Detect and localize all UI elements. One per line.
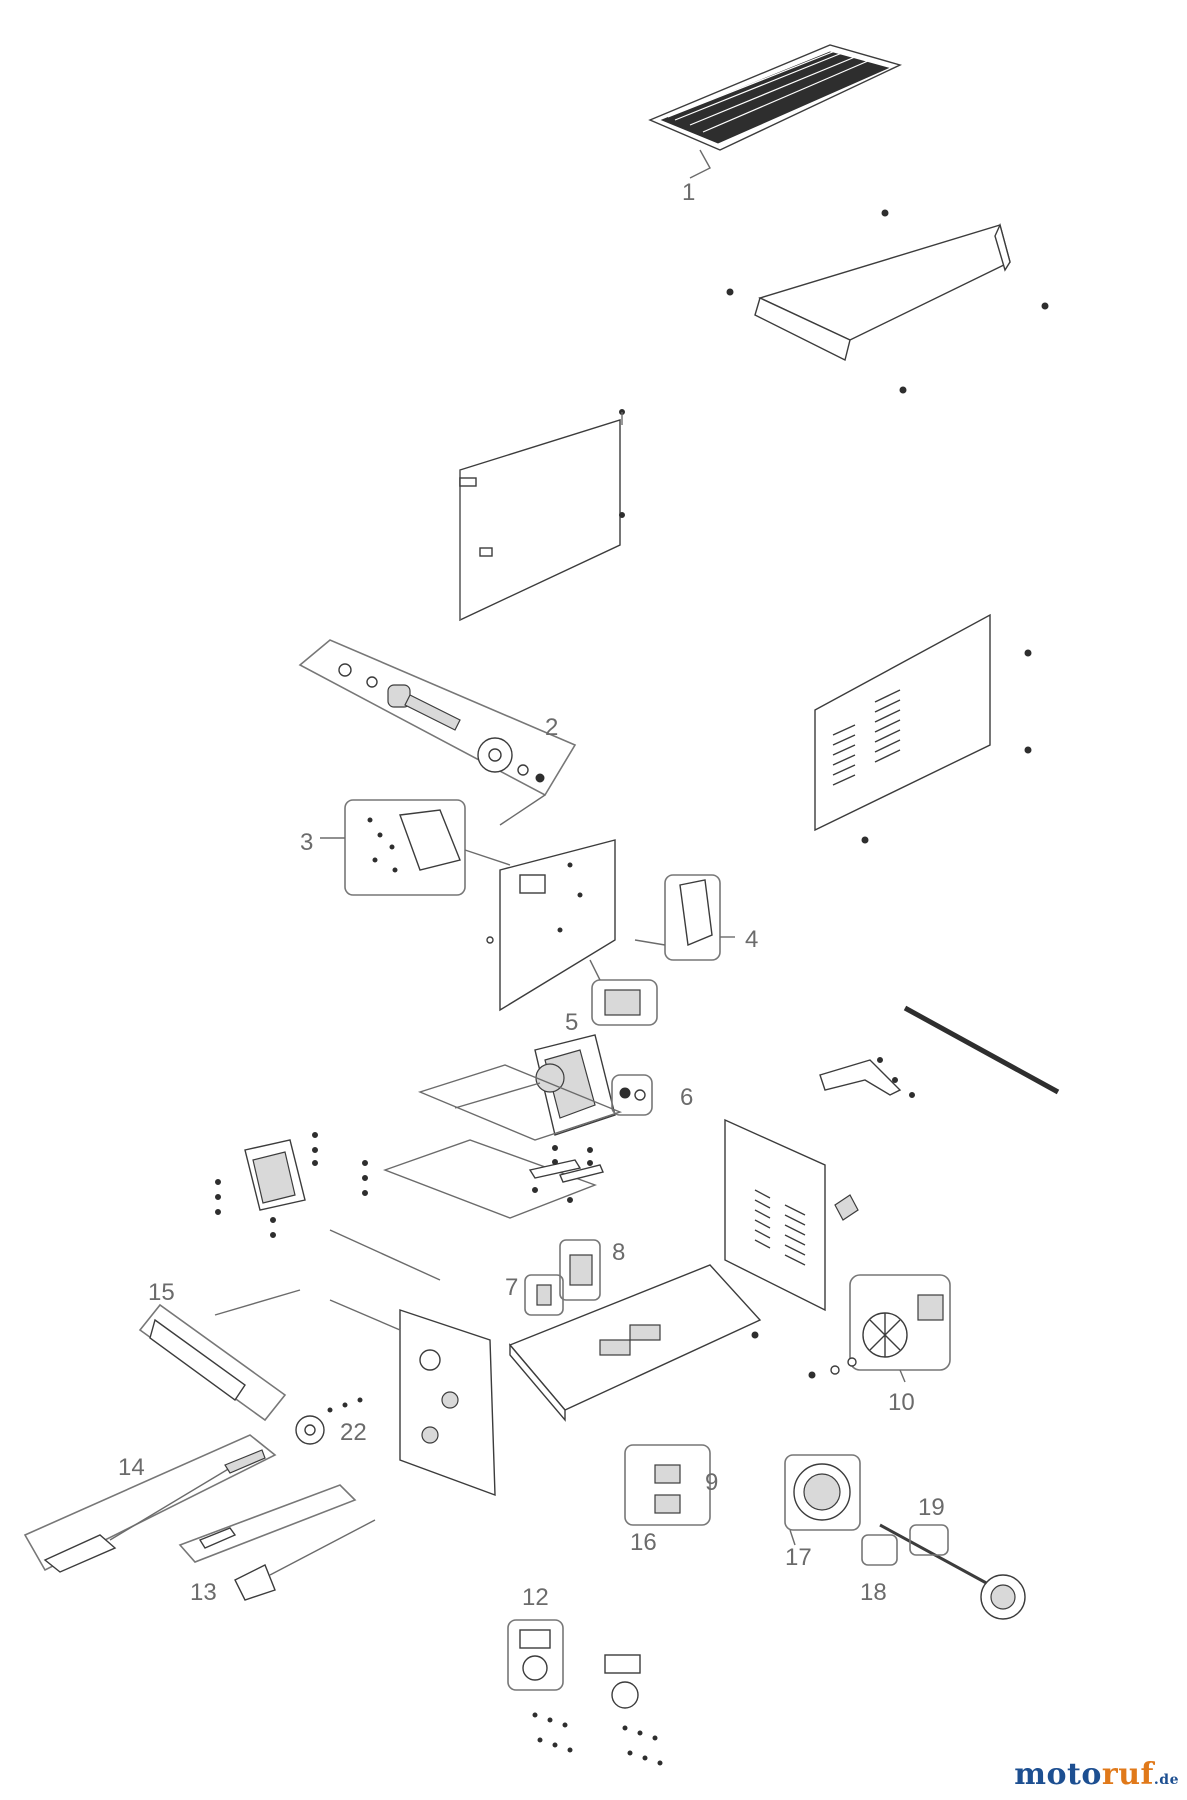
part-1-top-grille	[648, 44, 902, 179]
part-8-rectifier	[559, 1239, 601, 1301]
auxiliary-transformer	[215, 1132, 441, 1281]
part-10-fan	[808, 1274, 951, 1383]
part-4-switch	[634, 874, 735, 961]
callout-9: 9	[705, 1469, 718, 1496]
callout-12: 12	[522, 1584, 549, 1611]
part-6-main-transformer	[417, 1034, 653, 1141]
part-19-axle	[861, 1523, 1026, 1620]
callout-7: 7	[505, 1274, 518, 1301]
guide-rod	[903, 1005, 1060, 1095]
logo-part-3: .de	[1153, 1772, 1179, 1788]
front-panel	[486, 839, 616, 1012]
callout-22: 22	[340, 1419, 367, 1446]
side-panel-left	[459, 409, 625, 622]
logo-part-2: ruf	[1101, 1757, 1154, 1792]
part-14-welding-torch	[23, 1434, 277, 1573]
top-cover	[726, 209, 1049, 394]
callout-19: 19	[918, 1494, 945, 1521]
part-7-fuse	[524, 1274, 564, 1316]
motoruf-logo: motoruf.de	[1014, 1757, 1179, 1792]
callout-14: 14	[118, 1454, 145, 1481]
part-17-wheel	[784, 1454, 861, 1546]
part-3-control-board	[320, 799, 511, 896]
logo-part-1: moto	[1014, 1757, 1102, 1792]
transformer-brackets	[382, 1139, 604, 1219]
callout-10: 10	[888, 1389, 915, 1416]
callout-17: 17	[785, 1544, 812, 1571]
part-2-spool-holder	[298, 639, 577, 826]
callout-1: 1	[682, 179, 695, 206]
rear-panel	[724, 1057, 915, 1312]
callout-16: 16	[630, 1529, 657, 1556]
callout-3: 3	[300, 829, 313, 856]
part-13-earth-clamp	[178, 1484, 376, 1601]
callout-5: 5	[565, 1009, 578, 1036]
callout-18: 18	[860, 1579, 887, 1606]
callout-4: 4	[745, 926, 758, 953]
callout-2: 2	[545, 714, 558, 741]
callout-6: 6	[680, 1084, 693, 1111]
part-12-castors	[507, 1619, 663, 1766]
callout-15: 15	[148, 1279, 175, 1306]
part-15-handle	[138, 1289, 301, 1422]
part-22-reel	[295, 1397, 363, 1445]
part-9-sockets	[624, 1444, 711, 1526]
base-tray	[508, 1264, 762, 1422]
side-panel-right	[814, 613, 1032, 844]
callouts: 1 2 3 4 5 6 7 8 9 10 12 13 14 15 16 17 1…	[118, 179, 945, 1611]
callout-13: 13	[190, 1579, 217, 1606]
part-5-relay	[589, 959, 658, 1026]
callout-8: 8	[612, 1239, 625, 1266]
front-frame	[329, 1299, 496, 1497]
